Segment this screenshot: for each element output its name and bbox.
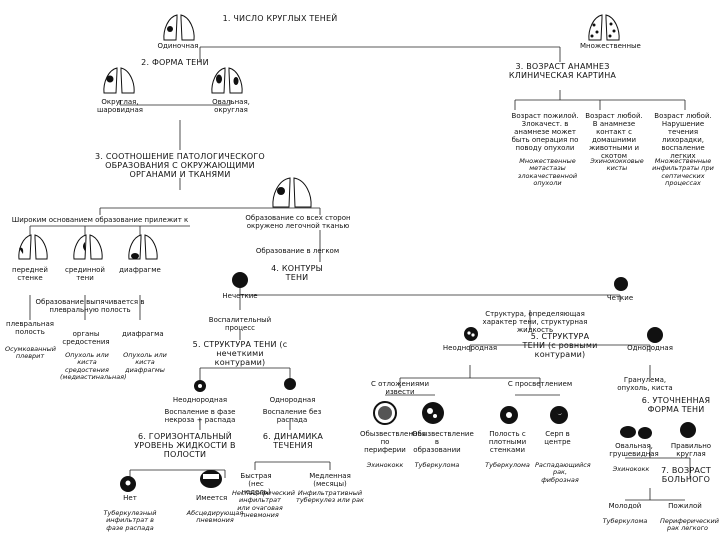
- round-shape-icon: [680, 422, 696, 438]
- right-calc: С отложениями извести: [370, 380, 429, 397]
- lungs-mediastinum-icon: [73, 234, 103, 260]
- lungs-oval-icon: [211, 67, 243, 94]
- relation-res-c: диафрагма: [122, 330, 164, 338]
- anamnesis-col2: Возраст любой. В анамнезе контакт с дома…: [585, 112, 643, 161]
- right-r3: Туберкулома: [485, 461, 530, 469]
- anamnesis-res3: Множественные инфильтраты при септически…: [652, 157, 714, 188]
- left-homo: Однородная: [269, 396, 316, 404]
- anamnesis-heading: 3. ВОЗРАСТ АНАМНЕЗ КЛИНИЧЕСКАЯ КАРТИНА: [508, 62, 617, 81]
- level-no: Нет: [123, 494, 137, 502]
- age-old-res: Периферический рак легкого: [660, 517, 719, 533]
- right-form-heading: 6. УТОЧНЕННАЯ ФОРМА ТЕНИ: [641, 396, 711, 415]
- contours-clear: Четкие: [606, 294, 634, 302]
- right-homo-icon: [647, 327, 663, 343]
- left-hetero-desc: Воспаление в фазе некроза + распада: [164, 408, 236, 425]
- relation-heading: 3. СООТНОШЕНИЕ ПАТОЛОГИЧЕСКОГО ОБРАЗОВАН…: [95, 152, 265, 180]
- right-homo: Однородная: [627, 344, 673, 352]
- left-hetero: Неоднородная: [172, 396, 228, 404]
- right-r-oval: Эхинококк: [612, 465, 650, 473]
- res-no: Туберкулезный инфильтрат в фазе распада: [103, 509, 157, 532]
- left-pre: Воспалительный процесс: [208, 316, 272, 333]
- relation-res-a: плевральная полость: [6, 320, 54, 337]
- single-label: Одиночная: [157, 42, 199, 50]
- lungs-round-icon: [103, 67, 135, 94]
- right-r4: Распадающийся рак, фиброзная: [535, 461, 591, 484]
- contours-unclear: Нечеткие: [222, 292, 258, 300]
- right-hetero-icon: [464, 327, 478, 341]
- right-c3: Полость с плотными стенками: [488, 430, 527, 455]
- relation-right-branch: Образование со всех сторон окружено лего…: [245, 214, 351, 231]
- fluid-level-icon: [200, 470, 222, 488]
- age-heading: 7. ВОЗРАСТ БОЛЬНОГО: [661, 466, 711, 485]
- hetero-shadow-icon: [194, 380, 206, 392]
- right-c1: Обызвествленная по периферии: [360, 430, 426, 455]
- level-yes: Имеется: [196, 494, 228, 502]
- right-c2: Обызвествление в образовании: [412, 430, 474, 455]
- relation-col-b: срединной тени: [65, 266, 105, 283]
- form-heading: 2. ФОРМА ТЕНИ: [141, 58, 209, 67]
- form-oval-label: Овальная, округлая: [212, 98, 250, 115]
- relation-res-a2: Осумкованный плеврит: [5, 345, 57, 361]
- dyn-fast: Быстрая (нес недель): [240, 472, 272, 497]
- right-structure-heading: 5. СТРУКТУРА ТЕНИ (с ровными контурами): [522, 332, 598, 360]
- lungs-single-icon: [163, 14, 195, 41]
- relation-col-a: передней стенке: [12, 266, 48, 283]
- calc-inside-icon: [422, 402, 444, 424]
- right-oval: Овальная, грушевидная: [609, 442, 659, 459]
- lungs-wall-icon: [18, 234, 48, 260]
- anamnesis-col1: Возраст пожилой. Злокачест. в анамнезе м…: [511, 112, 579, 153]
- res-slow: Инфильтративный туберкулез или рак: [296, 489, 364, 505]
- no-level-icon: [120, 476, 136, 492]
- dynamics-heading: 6. ДИНАМИКА ТЕЧЕНИЯ: [262, 432, 324, 451]
- unclear-shadow-icon: [232, 272, 248, 288]
- relation-res-b2: Опухоль или киста средостения (медиастин…: [60, 351, 127, 382]
- relation-res-c2: Опухоль или киста диафрагмы: [123, 351, 167, 374]
- relation-res-b: органы средостения: [62, 330, 110, 347]
- lungs-diaphragm-icon: [128, 234, 158, 260]
- relation-left-branch: Широким основанием образование прилежит …: [11, 216, 189, 224]
- anamnesis-res2: Эхинококковые кисты: [590, 157, 644, 173]
- anamnesis-res1: Множественные метастазы злокачественной …: [517, 157, 578, 188]
- right-hetero: Неоднородная: [442, 344, 498, 352]
- oval-shape-icon: [620, 426, 652, 439]
- res-fast: Неспецифический инфильтрат или очаговая …: [232, 489, 295, 520]
- age-old: Пожилой: [668, 502, 702, 510]
- right-form-pre: Гранулема, опухоль, киста: [617, 376, 673, 393]
- relation-col-c: диафрагме: [119, 266, 161, 274]
- right-pre: Структура, определяющая характер тени, с…: [482, 310, 588, 335]
- clear-shadow-icon: [614, 277, 628, 291]
- contours-heading: 4. КОНТУРЫ ТЕНИ: [271, 264, 323, 283]
- anamnesis-col3: Возраст любой. Нарушение течения лихорад…: [654, 112, 712, 161]
- right-clear-zone: С просветлением: [507, 380, 573, 388]
- lungs-relation-icon: [272, 177, 312, 208]
- left-homo-desc: Воспаление без распада: [262, 408, 322, 425]
- cavity-icon: [500, 406, 518, 424]
- relation-right-sub: Образование в легком: [255, 247, 340, 255]
- res-yes: Абсцедирующая пневмония: [186, 509, 244, 525]
- relation-note: Образование выпячивается в плевральную п…: [35, 298, 145, 315]
- right-r2: Туберкулома: [414, 461, 460, 469]
- multiple-label: Множественные: [580, 42, 641, 50]
- left-structure-heading: 5. СТРУКТУРА ТЕНИ (с нечеткими контурами…: [192, 340, 288, 368]
- form-round-label: Округлая, шаровидная: [96, 98, 143, 115]
- crescent-icon: [550, 406, 568, 424]
- right-c4: Серп в центре: [544, 430, 571, 447]
- right-round: Правильно круглая: [670, 442, 712, 459]
- right-r1: Эхинококк: [366, 461, 404, 469]
- age-young: Молодой: [608, 502, 642, 510]
- homo-shadow-icon: [284, 378, 296, 390]
- calc-periphery-icon: [373, 401, 397, 425]
- level-heading: 6. ГОРИЗОНТАЛЬНЫЙ УРОВЕНЬ ЖИДКОСТИ В ПОЛ…: [134, 432, 236, 460]
- dyn-slow: Медленная (месяцы): [309, 472, 351, 489]
- title: 1. ЧИСЛО КРУГЛЫХ ТЕНЕЙ: [222, 14, 338, 23]
- lungs-multiple-icon: [588, 14, 620, 41]
- age-young-res: Туберкулома: [602, 517, 648, 525]
